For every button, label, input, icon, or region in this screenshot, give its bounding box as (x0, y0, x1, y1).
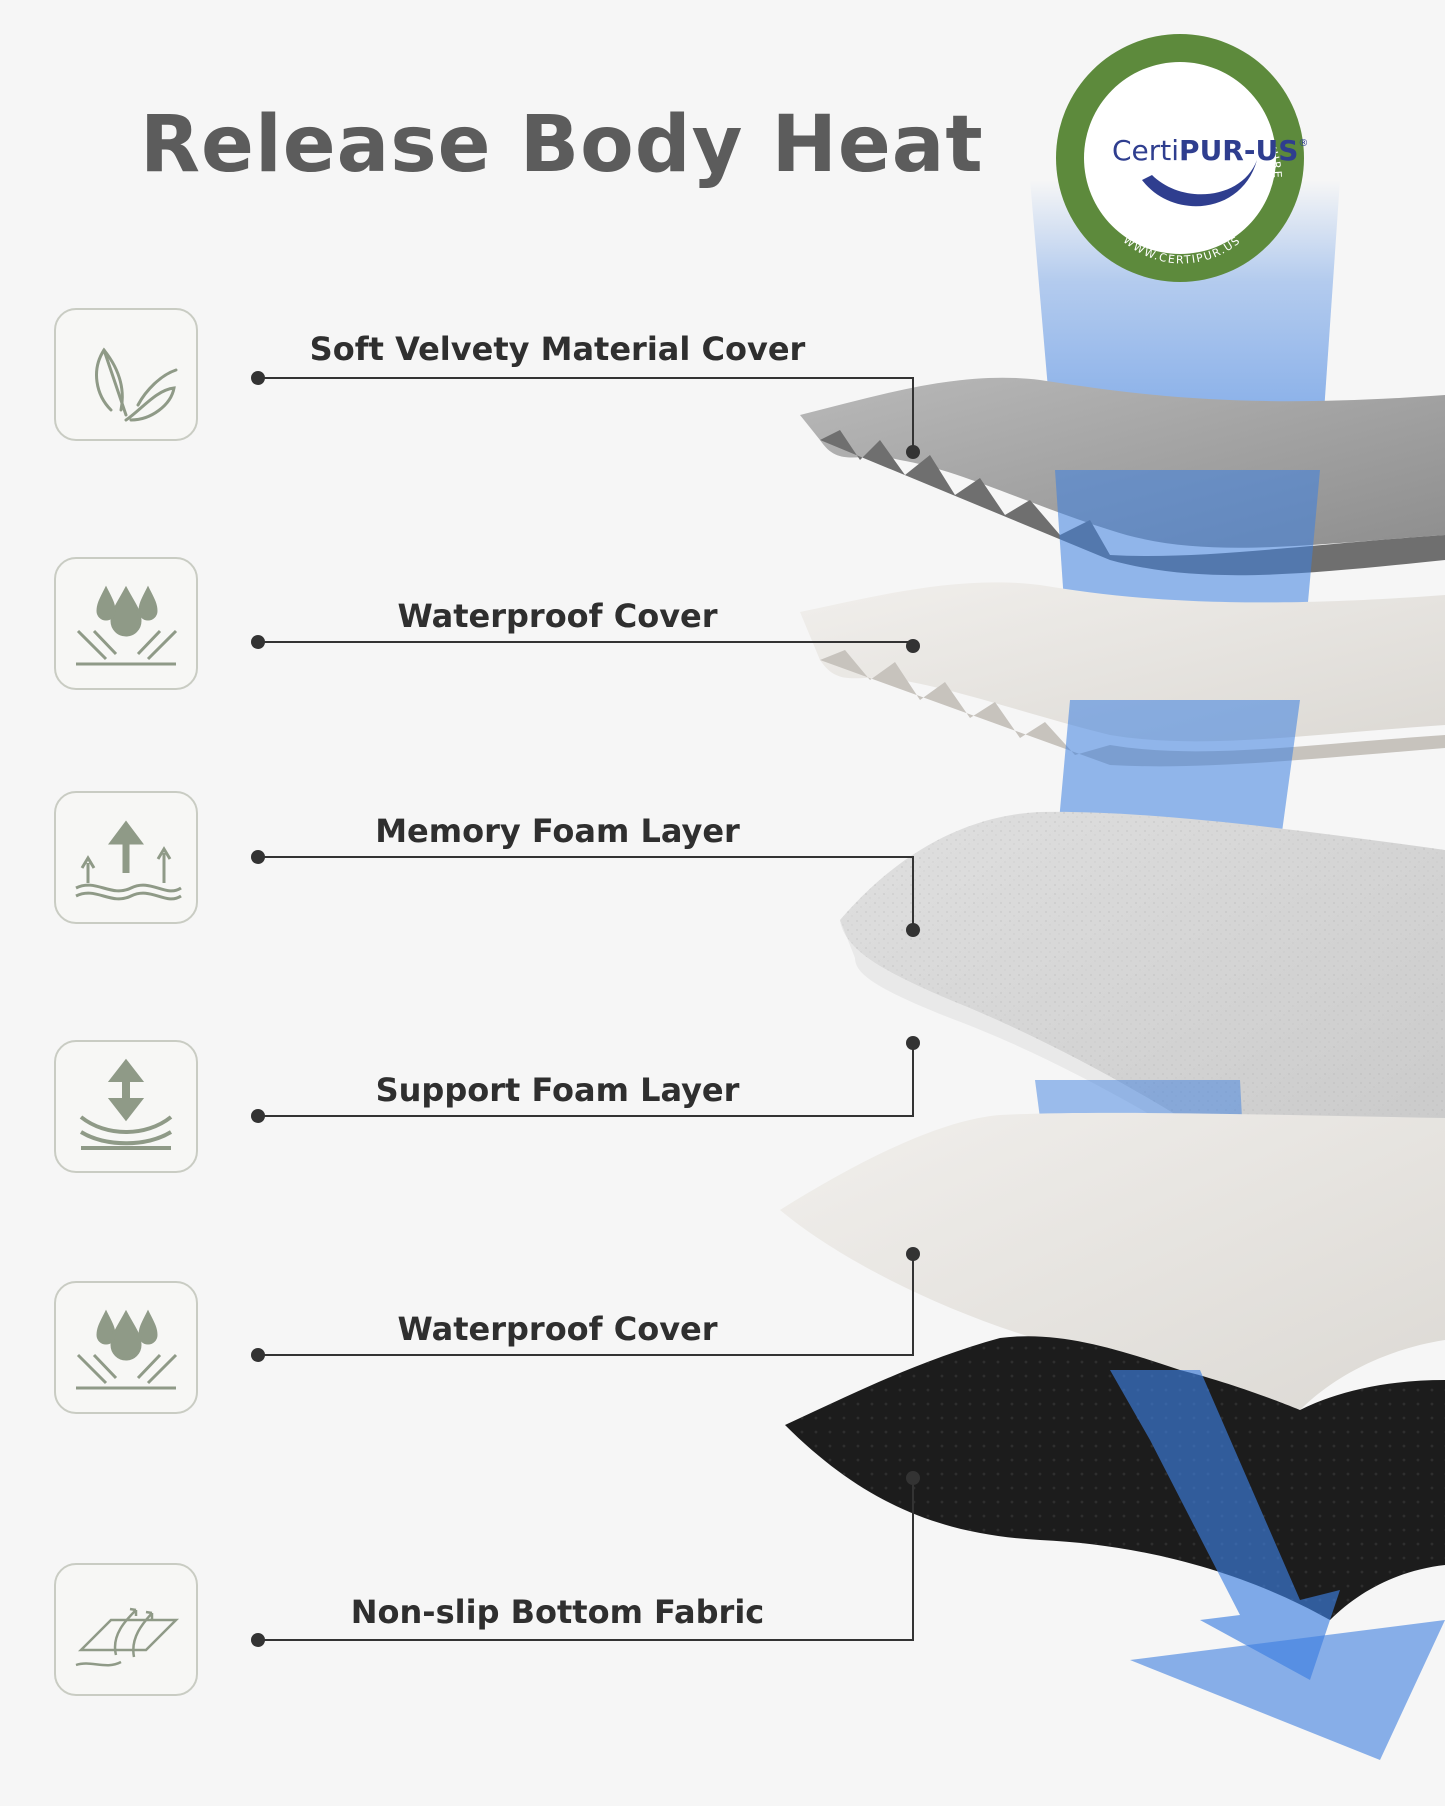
label-soft-velvety-cover: Soft Velvety Material Cover (309, 330, 806, 368)
label-memory-foam: Memory Foam Layer (375, 812, 740, 850)
badge-registered-mark: ® (1298, 138, 1308, 149)
label-non-slip-bottom: Non-slip Bottom Fabric (350, 1593, 765, 1631)
airflow-arrow-down (1110, 1370, 1340, 1680)
badge-logo-pur-us: PUR-US (1179, 134, 1298, 167)
leader-dots (251, 371, 920, 1647)
svg-text:CertiPUR-US®: CertiPUR-US® (1112, 134, 1308, 167)
support-compression-icon (54, 1040, 198, 1173)
label-waterproof-cover-bottom: Waterproof Cover (397, 1310, 718, 1348)
water-drops-icon (54, 1281, 198, 1414)
label-waterproof-cover-top: Waterproof Cover (397, 597, 718, 635)
non-slip-fabric-icon (54, 1563, 198, 1696)
label-support-foam: Support Foam Layer (375, 1071, 740, 1109)
layer-non-slip-bottom (785, 1336, 1445, 1620)
page-title: Release Body Heat (140, 100, 984, 190)
heat-release-arrows-icon (54, 791, 198, 924)
badge-logo-certi: Certi (1112, 134, 1179, 167)
water-drops-icon (54, 557, 198, 690)
certipur-us-badge: CONTAINS CERTIFIED FLEXIBLE POLYURETHANE… (1052, 30, 1308, 282)
feather-icon (54, 308, 198, 441)
layer-waterproof-cover-bottom (780, 1112, 1445, 1410)
